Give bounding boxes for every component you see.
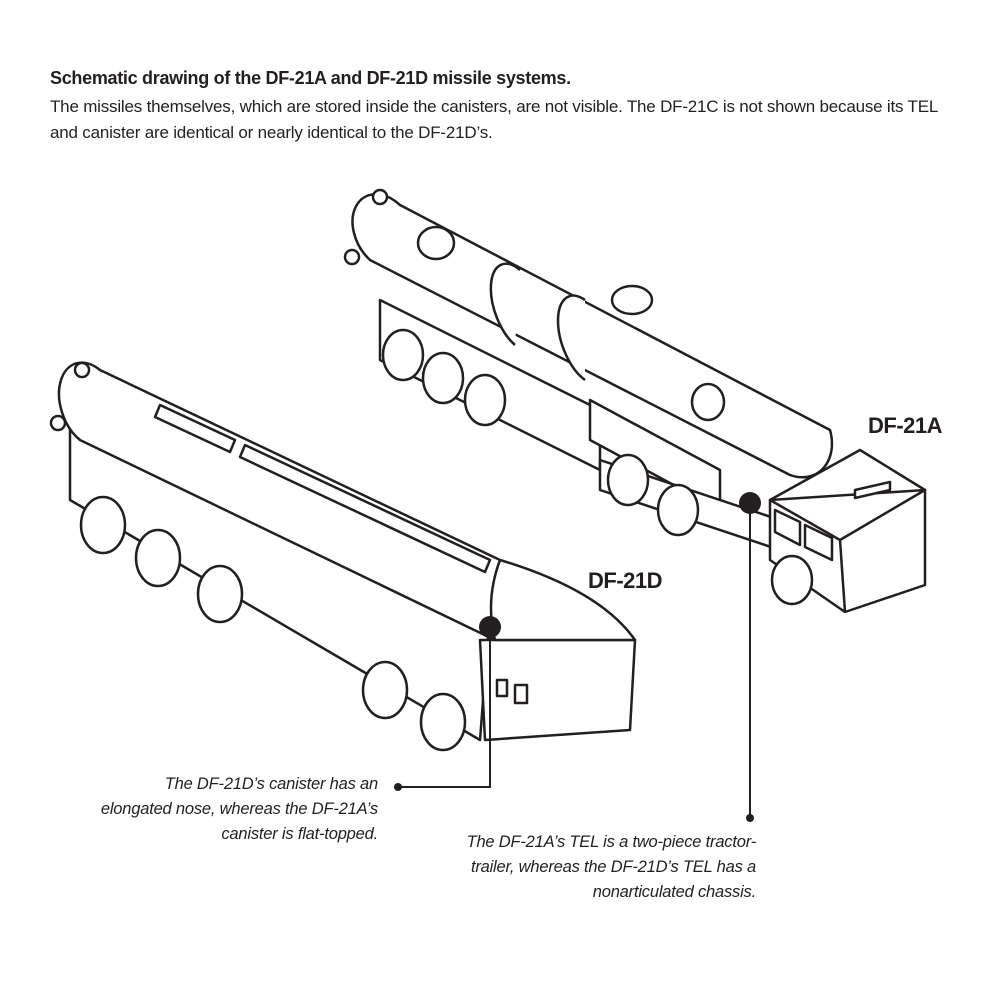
df21d-vehicle: [49, 361, 637, 752]
df21a-hatch: [416, 225, 456, 261]
df21a-dome: [610, 284, 654, 316]
wheel: [463, 373, 507, 427]
df21a-cab-window: [803, 523, 834, 562]
wheel: [421, 351, 465, 405]
callout-leader-df21a: [739, 492, 761, 822]
df21a-canister-ring: [489, 262, 521, 346]
wheel: [770, 554, 814, 606]
figure-title: Schematic drawing of the DF-21A and DF-2…: [50, 68, 571, 88]
df21a-hatch: [690, 382, 726, 422]
df21d-rail: [238, 443, 492, 574]
df21d-lug: [49, 414, 67, 432]
callout-leader-df21d: [394, 616, 501, 791]
figure-description: The missiles themselves, which are store…: [50, 97, 938, 142]
wheel: [79, 495, 127, 555]
df21a-vehicle: [343, 188, 927, 614]
wheel: [419, 692, 467, 752]
df21a-cab-vent: [853, 480, 892, 500]
df21d-lug: [73, 361, 91, 379]
df21a-cab-edge: [838, 539, 847, 613]
callout-text-canister: The DF-21D’s canister has an elongated n…: [100, 775, 378, 843]
wheel: [381, 328, 425, 382]
label-df21a: DF-21A: [868, 413, 943, 438]
df21d-light: [513, 683, 529, 705]
df21a-cab-window: [773, 508, 802, 547]
df21d-light: [495, 678, 509, 698]
wheel: [606, 453, 650, 507]
wheel: [361, 660, 409, 720]
callout-text-tel: The DF-21A’s TEL is a two-piece tractor-…: [466, 833, 757, 901]
df21a-canister-ring: [556, 294, 586, 382]
df21a-lug: [343, 248, 361, 266]
df21a-lug: [371, 188, 389, 206]
df21d-rail: [153, 403, 237, 454]
wheel: [196, 564, 244, 624]
wheel: [134, 528, 182, 588]
df21a-cab-roof: [768, 488, 927, 542]
wheel: [656, 483, 700, 537]
label-df21d: DF-21D: [588, 568, 663, 593]
